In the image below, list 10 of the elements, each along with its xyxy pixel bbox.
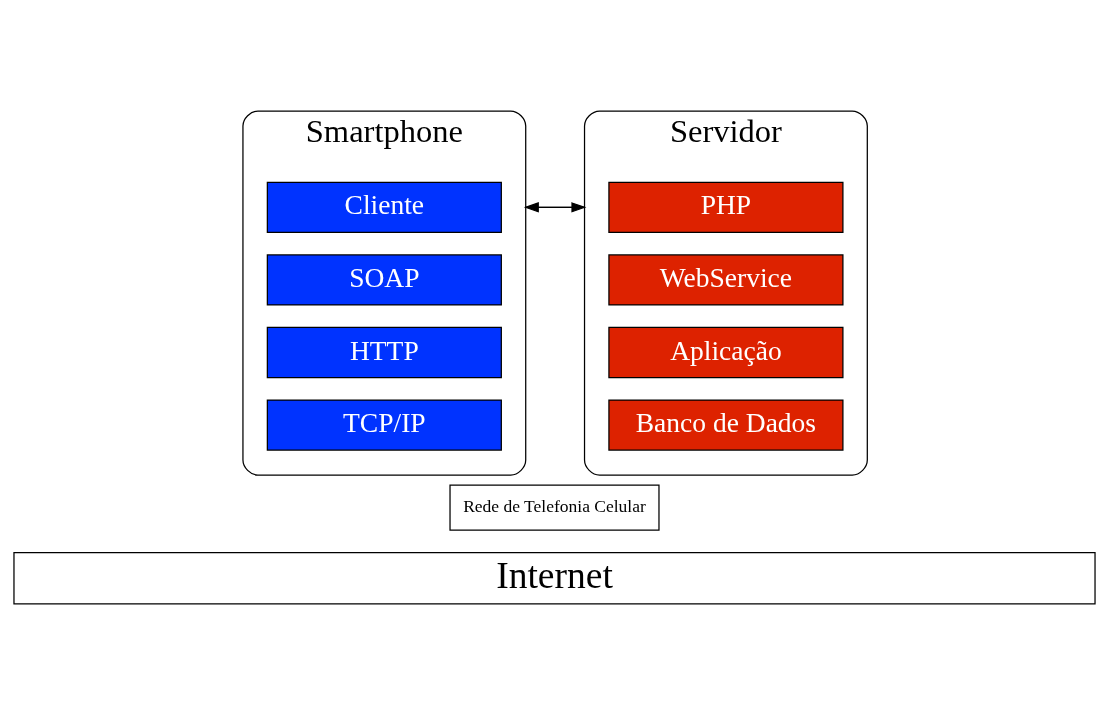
node-box: HTTP <box>266 326 502 378</box>
node-box: TCP/IP <box>266 398 502 451</box>
node-box: Cliente <box>266 181 502 233</box>
node-box: Internet <box>13 551 1096 605</box>
node-box: Aplicação <box>608 326 844 378</box>
node-box: Rede de Telefonia Celular <box>449 484 660 531</box>
node-box: PHP <box>608 181 844 233</box>
node-box: WebService <box>608 253 844 306</box>
node-box: SOAP <box>266 253 502 306</box>
node-box: Banco de Dados <box>608 398 844 451</box>
